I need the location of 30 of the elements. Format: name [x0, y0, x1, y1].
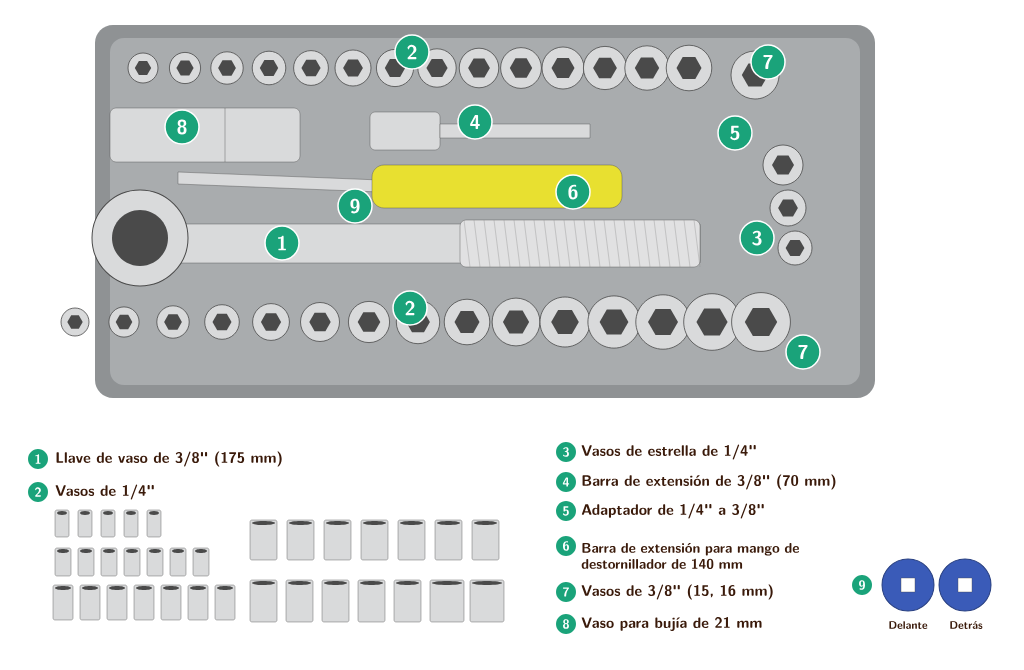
legend-text: Vaso para bujía de 21 mm [581, 617, 762, 631]
callout-number: 4 [457, 104, 493, 140]
callout-number: 7 [750, 44, 786, 80]
disc-caption: Detrás [950, 621, 983, 629]
callout-number: 9 [852, 575, 872, 595]
callout-number: 2 [28, 482, 48, 502]
legend-text: Llave de vaso de 3/8" (175 mm) [56, 451, 282, 467]
callout-number: 2 [392, 290, 428, 326]
legend-text: Vasos de 1/4" [55, 484, 154, 500]
callout-number: 1 [28, 449, 48, 469]
callout-number: 1 [264, 225, 300, 261]
callout-number: 7 [556, 582, 576, 602]
callout-number: 3 [739, 220, 775, 256]
legend-text: Barra de extensión de 3/8" (70 mm) [582, 474, 836, 490]
callout-number: 9 [337, 188, 373, 224]
callout-number: 3 [556, 442, 576, 462]
disc-caption: Delante [889, 621, 928, 629]
legend-text: Vasos de 3/8" (15, 16 mm) [581, 584, 773, 600]
callout-number: 4 [556, 472, 576, 492]
callout-number: 6 [556, 536, 576, 556]
callout-number: 7 [785, 334, 821, 370]
callout-number: 5 [717, 115, 753, 151]
callout-number: 8 [164, 109, 200, 145]
callout-number: 5 [556, 501, 576, 521]
legend-text: Adaptador de 1/4" a 3/8" [581, 503, 764, 519]
callout-number: 8 [556, 614, 576, 634]
callout-number: 6 [555, 174, 591, 210]
legend-text: Vasos de estrella de 1/4" [581, 444, 756, 460]
legend-text: Barra de extensión para mango de destornillador de 140 mm [581, 543, 799, 569]
callout-number: 2 [394, 34, 430, 70]
